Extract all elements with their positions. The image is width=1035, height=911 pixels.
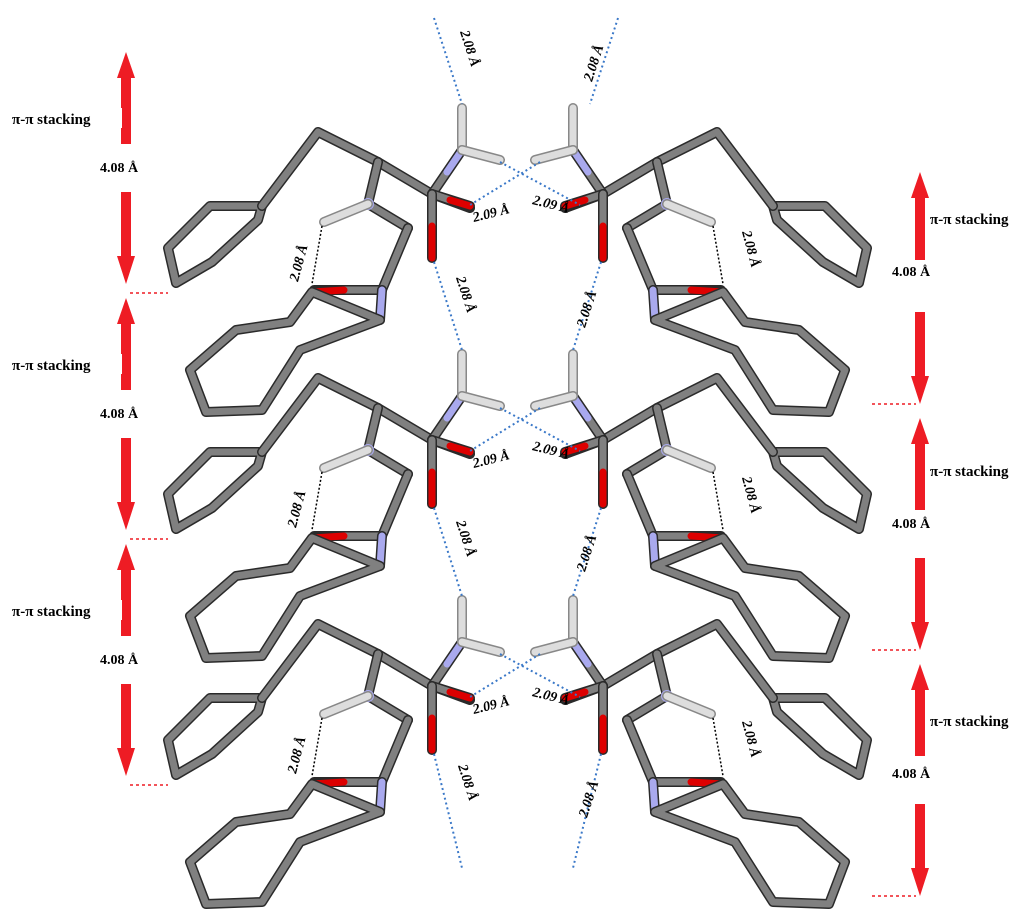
pi-stacking-label: π-π stacking — [930, 714, 1009, 730]
hbond-intra-label: 2.08 Å — [284, 735, 309, 776]
hbond-amide-label: 2.08 Å — [452, 273, 479, 314]
stack-distance-label: 4.08 Å — [100, 406, 139, 422]
stack-distance-label: 4.08 Å — [892, 264, 931, 280]
pi-stacking-label: π-π stacking — [12, 112, 91, 128]
double-headed-arrow-icon — [911, 172, 929, 404]
stack-distance-label: 4.08 Å — [892, 516, 931, 532]
hbond-amide-label: 2.08 Å — [454, 761, 481, 802]
stack-distance-label: 4.08 Å — [100, 652, 139, 668]
stack-distance-label: 4.08 Å — [892, 766, 931, 782]
hbond-amide-label: 2.08 Å — [573, 289, 600, 330]
hbond-cross-label: 2.09 Å — [530, 438, 571, 463]
left-molecule-2 — [168, 354, 500, 658]
molecule-layer-top — [168, 108, 867, 412]
hbond-amide-label: 2.08 Å — [456, 27, 483, 68]
hbond-amide-label: 2.08 Å — [452, 517, 479, 558]
hbond-intra-label: 2.08 Å — [738, 474, 763, 515]
hbond-cross-label: 2.09 Å — [530, 192, 571, 217]
right-molecule-1 — [535, 108, 867, 412]
pi-stacking-label: π-π stacking — [12, 604, 91, 620]
pi-stacking-label: π-π stacking — [930, 212, 1009, 228]
left-molecule-1 — [168, 108, 500, 412]
hbond-amide-label: 2.08 Å — [580, 43, 607, 84]
stacking-arrows-left — [117, 52, 168, 786]
hbond-cross-label: 2.09 Å — [470, 693, 511, 718]
hbond-cross-label: 2.09 Å — [530, 684, 571, 709]
hbond-intra-label: 2.08 Å — [738, 228, 763, 269]
stacking-labels-left: π-π stacking 4.08 Å π-π stacking 4.08 Å … — [10, 108, 156, 671]
stacking-labels-right: π-π stacking 4.08 Å π-π stacking 4.08 Å … — [890, 208, 1034, 784]
pi-stacking-label: π-π stacking — [12, 358, 91, 374]
hbond-amide-label: 2.08 Å — [575, 779, 602, 820]
hbond-cross-label: 2.09 Å — [470, 447, 511, 472]
hbond-cross-label: 2.09 Å — [470, 201, 511, 226]
right-molecule-2 — [535, 354, 867, 658]
stack-distance-label: 4.08 Å — [100, 160, 139, 176]
stacking-arrows-right — [872, 172, 929, 897]
hbond-amide-label: 2.08 Å — [573, 533, 600, 574]
hbond-intra-label: 2.08 Å — [286, 243, 311, 284]
pi-stacking-label: π-π stacking — [930, 464, 1009, 480]
hbond-intra-label: 2.08 Å — [738, 718, 763, 759]
left-molecule-3 — [168, 600, 500, 904]
right-molecule-3 — [535, 600, 867, 904]
hbond-intra-label: 2.08 Å — [284, 489, 309, 530]
hydrogen-bond-network — [433, 17, 619, 869]
